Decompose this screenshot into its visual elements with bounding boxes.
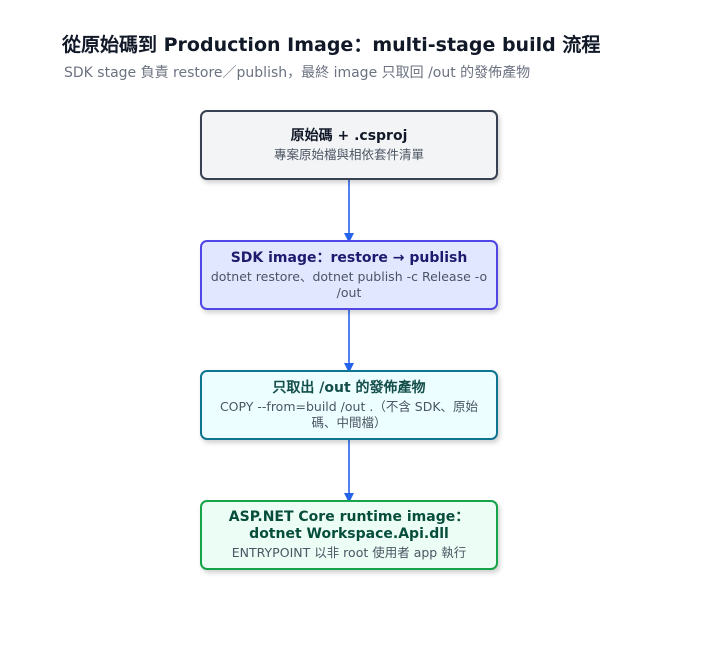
node-title: 只取出 /out 的發佈產物 xyxy=(272,379,426,396)
node-title: SDK image：restore → publish xyxy=(230,249,468,266)
node-title: ASP.NET Core runtime image：dotnet Worksp… xyxy=(228,509,470,542)
diagram-subtitle: SDK stage 負責 restore／publish，最終 image 只取… xyxy=(64,65,531,81)
node-subtitle: COPY --from=build /out .（不含 SDK、原始碼、中間檔） xyxy=(219,398,479,430)
node-subtitle: dotnet restore、dotnet publish -c Release… xyxy=(210,268,488,300)
source-code-node: 原始碼 + .csproj 專案原始檔與相依套件清單 xyxy=(200,110,498,180)
copy-out-node: 只取出 /out 的發佈產物 COPY --from=build /out .（… xyxy=(200,370,498,440)
sdk-image-node: SDK image：restore → publish dotnet resto… xyxy=(200,240,498,310)
node-title: 原始碼 + .csproj xyxy=(290,127,408,144)
runtime-image-node: ASP.NET Core runtime image：dotnet Worksp… xyxy=(200,500,498,570)
node-subtitle: 專案原始檔與相依套件清單 xyxy=(273,146,424,162)
diagram-title: 從原始碼到 Production Image：multi-stage build… xyxy=(62,34,601,56)
node-subtitle: ENTRYPOINT 以非 root 使用者 app 執行 xyxy=(231,545,467,560)
